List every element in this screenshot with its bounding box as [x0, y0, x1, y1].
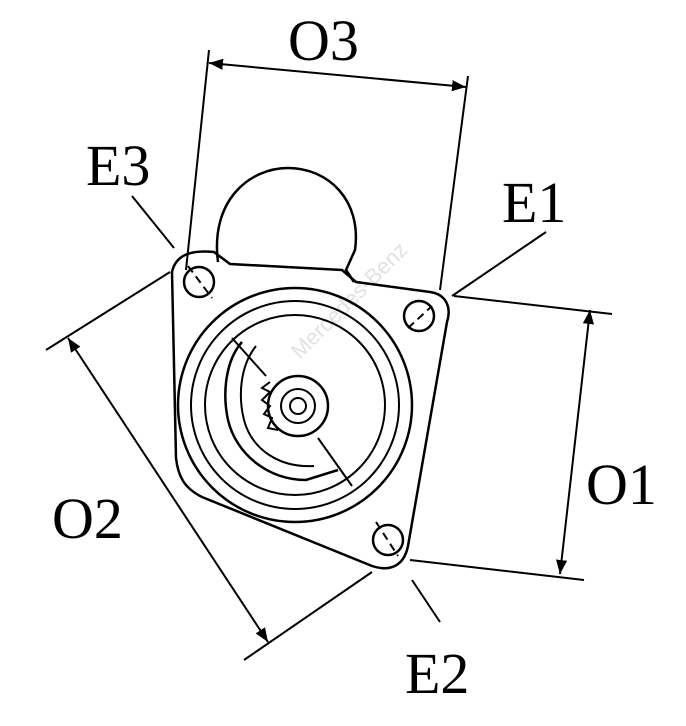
- drive-lever-upper: [231, 337, 267, 377]
- label-o2: O2: [52, 486, 123, 551]
- label-o3: O3: [288, 8, 359, 73]
- o2-extension-bottom: [243, 571, 373, 661]
- mounting-hole-e1: [402, 299, 436, 333]
- hole-centerline-e1: [407, 305, 433, 329]
- shaft-outer: [266, 374, 330, 438]
- pinion-gear-teeth: [260, 381, 279, 431]
- o3-extension-right: [439, 75, 469, 291]
- hole-centerline-e2: [375, 521, 399, 557]
- o2-dimension-line: [67, 337, 269, 643]
- o3-dimension-line: [208, 58, 467, 92]
- e1-leader: [451, 231, 547, 297]
- drive-lever-lower: [317, 437, 353, 487]
- o1-dimension-line: [556, 309, 594, 575]
- shaft-middle: [280, 388, 316, 424]
- mounting-hole-e3: [182, 265, 216, 299]
- shaft-center: [289, 397, 307, 415]
- e3-leader: [131, 195, 175, 249]
- label-e1: E1: [502, 170, 566, 235]
- label-o1: O1: [586, 452, 657, 517]
- o3-extension-left: [185, 49, 210, 271]
- o1-extension-bottom: [409, 559, 585, 581]
- housing-inner-ring: [190, 300, 400, 510]
- label-e2: E2: [405, 641, 469, 706]
- solenoid-dome: [215, 166, 358, 283]
- o2-extension-top: [45, 271, 171, 351]
- label-e3: E3: [86, 133, 150, 198]
- e2-leader: [411, 579, 441, 623]
- housing-outer-ring: [176, 286, 414, 524]
- mounting-hole-e2: [371, 523, 405, 557]
- hole-centerline-e3: [187, 265, 213, 299]
- o1-extension-top: [453, 295, 613, 315]
